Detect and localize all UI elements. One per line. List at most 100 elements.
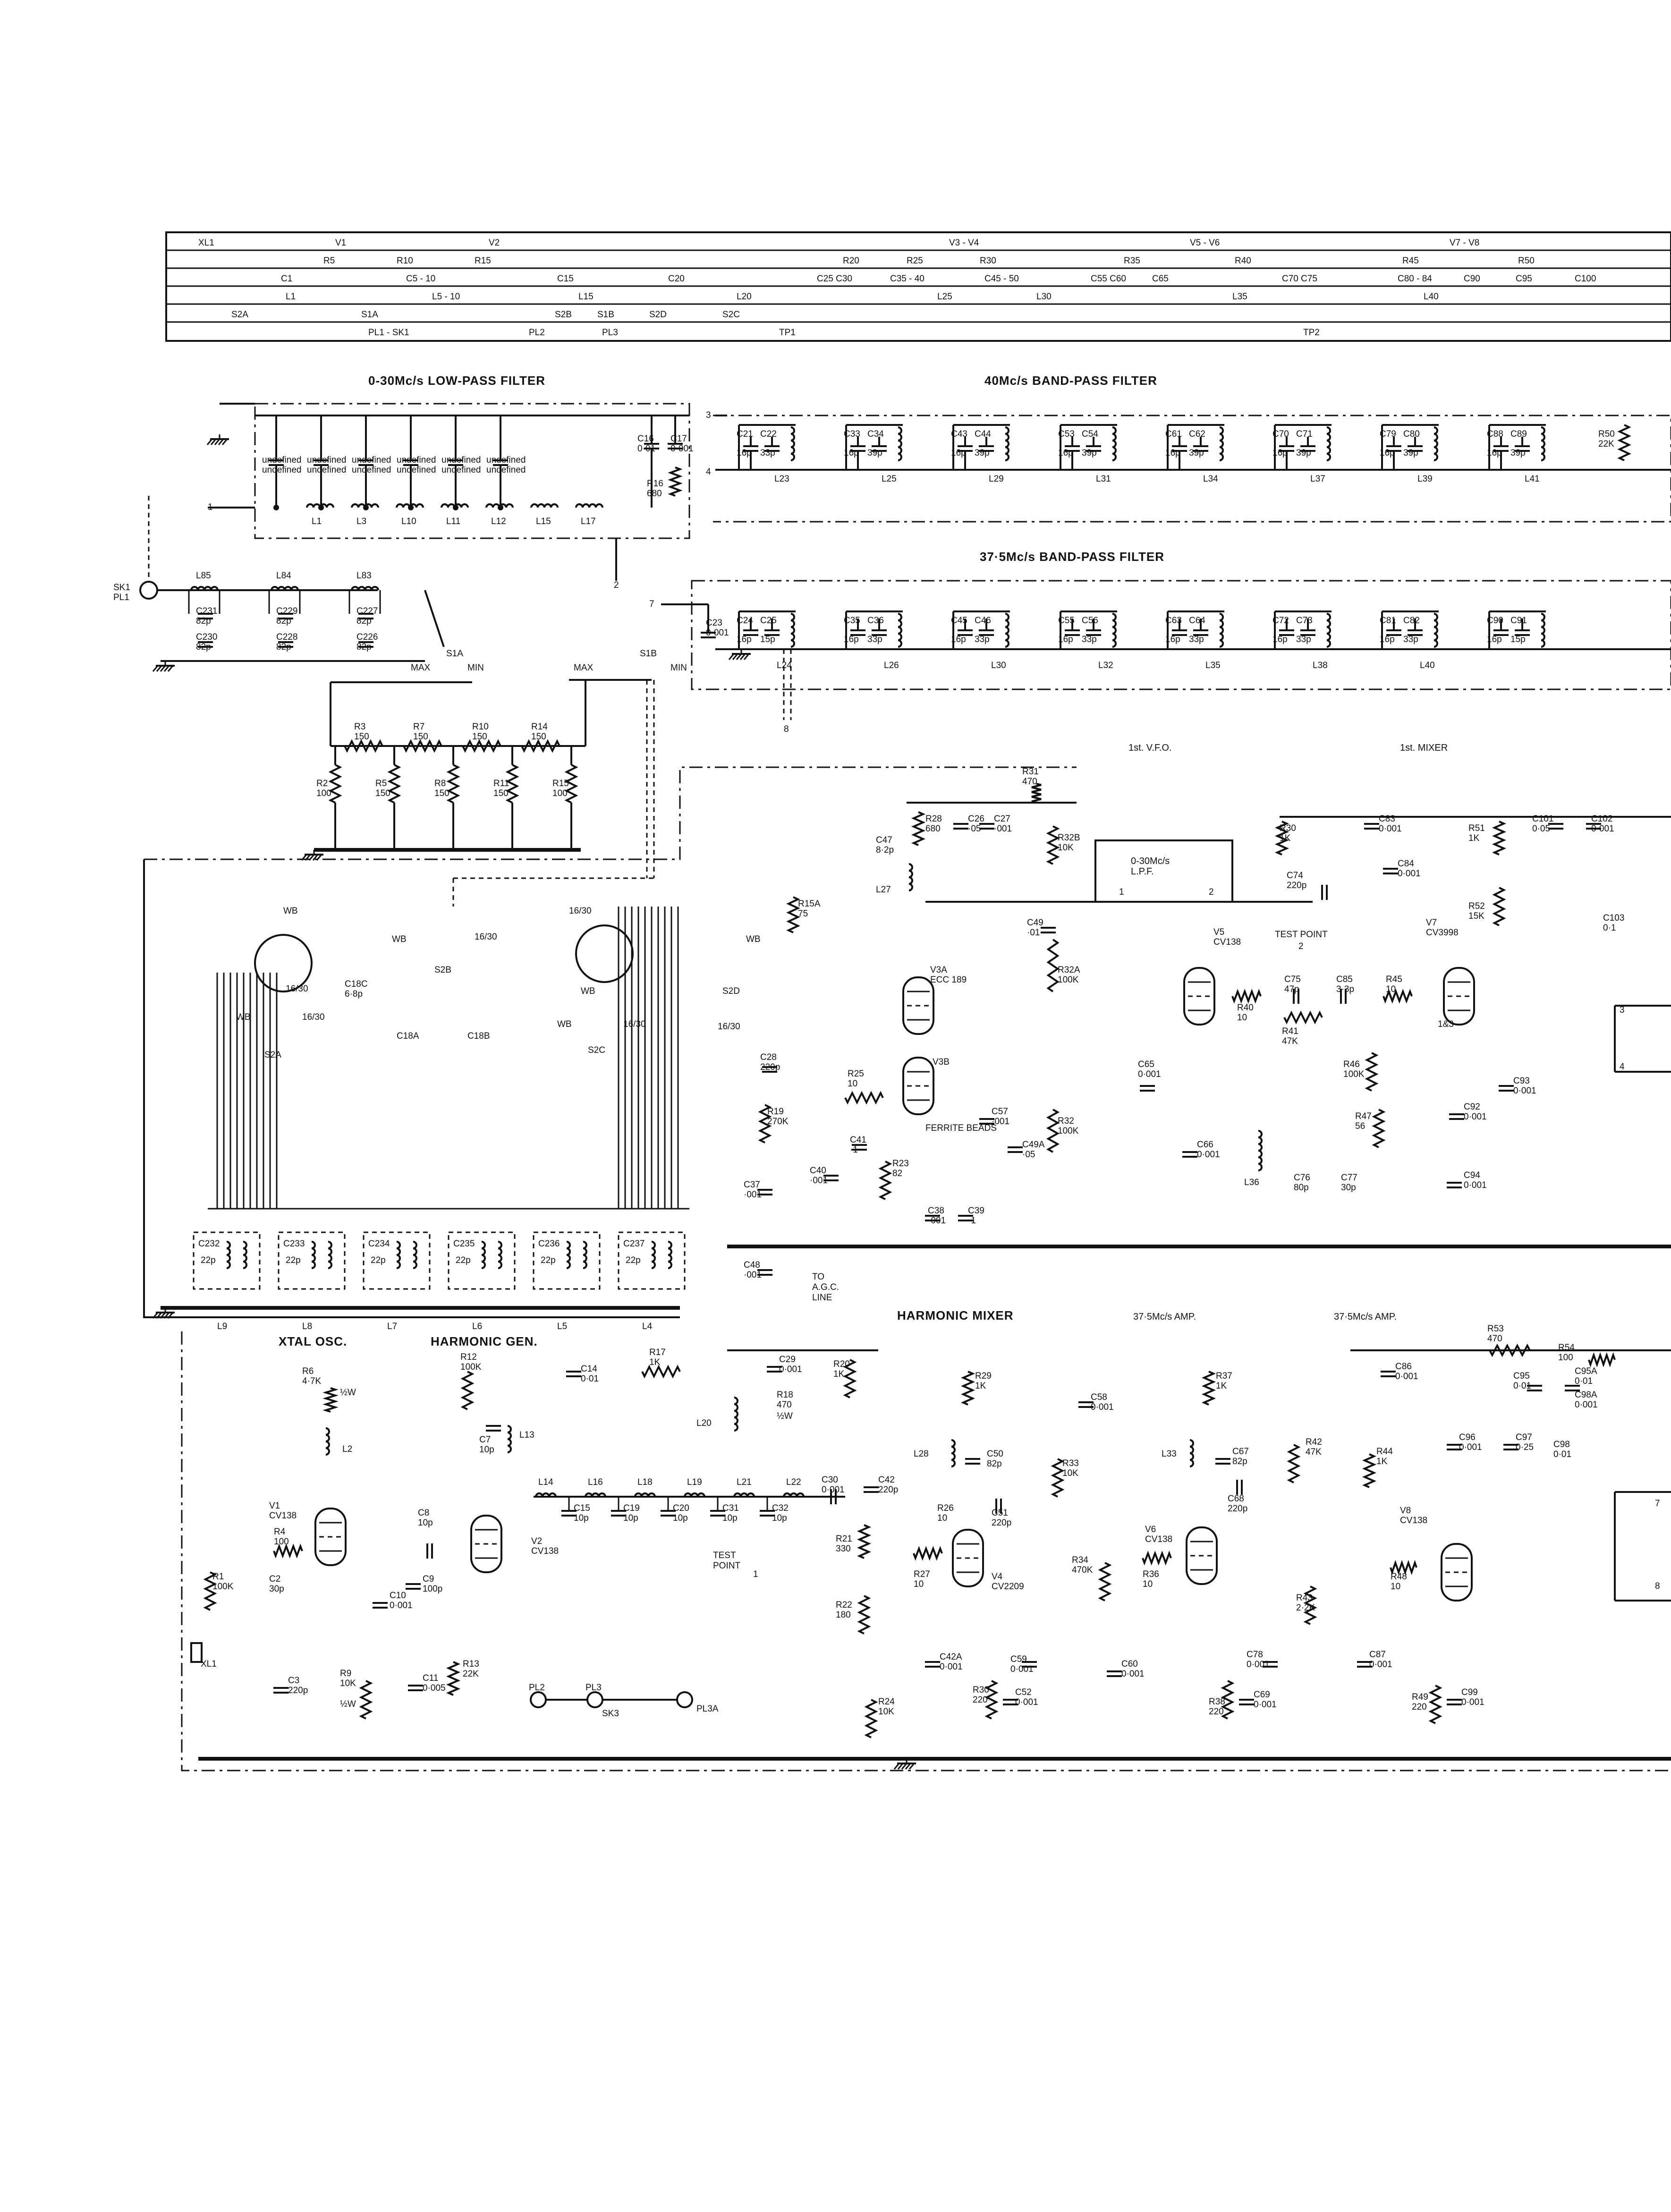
wire: [160, 1312, 166, 1319]
component-label: 22K: [1598, 439, 1614, 449]
component-label: C58: [1091, 1392, 1107, 1402]
wire: [733, 1492, 755, 1497]
component-label: 150: [413, 732, 428, 742]
component-label: 0·1: [1603, 923, 1616, 933]
wire: [351, 503, 379, 508]
index-entry: R40: [1235, 256, 1251, 266]
component-label: 220: [1412, 1702, 1427, 1712]
component-label: 15p: [760, 635, 775, 644]
component-label: C237: [623, 1239, 645, 1249]
component-label: ·001: [928, 1216, 946, 1226]
component-label: C85: [1336, 975, 1353, 984]
index-entry: R30: [980, 256, 996, 266]
index-entry: R25: [907, 256, 923, 266]
wire: [743, 653, 750, 660]
component-label: 10: [1391, 1582, 1400, 1592]
component-label: 0·001: [1461, 1697, 1484, 1707]
component-label: 100K: [1058, 1126, 1079, 1136]
component-label: R3: [354, 722, 365, 732]
wire: [152, 665, 159, 672]
component-label: R25: [848, 1069, 864, 1079]
component-label: L83: [356, 571, 372, 581]
coil-can: [363, 1231, 431, 1290]
index-entry: R10: [397, 256, 413, 266]
component-label: L26: [884, 661, 899, 670]
plug-pl3a: [676, 1691, 693, 1708]
component-label: 0·01: [1513, 1381, 1531, 1391]
component-label: 10: [1237, 1013, 1247, 1023]
component-label: C48: [744, 1260, 760, 1270]
component-label: 0·001: [1395, 1372, 1418, 1381]
wire: [583, 1241, 587, 1269]
component-label: L30: [991, 661, 1006, 670]
component-label: undefined: [441, 455, 481, 465]
component-label: MAX: [574, 663, 594, 673]
index-entry: L15: [578, 292, 594, 302]
wire: [328, 764, 342, 804]
wire: [221, 439, 228, 445]
component-label: 680: [647, 489, 662, 499]
component-label: ·001: [810, 1176, 828, 1186]
component-label: C65: [1138, 1059, 1154, 1069]
wire: [1142, 1551, 1172, 1566]
component-label: C97: [1516, 1432, 1532, 1442]
component-label: undefined: [441, 465, 481, 475]
component-label: C71: [1296, 429, 1313, 439]
component-label: C36: [867, 616, 884, 626]
component-label: 0·001: [1575, 1400, 1598, 1410]
wire: [505, 764, 519, 804]
component-label: C2: [269, 1574, 280, 1584]
component-label: POINT: [713, 1561, 740, 1571]
component-label: C11: [423, 1673, 438, 1683]
component-label: L16: [588, 1477, 603, 1487]
component-label: 10p: [673, 1513, 688, 1523]
index-entry: V3 - V4: [949, 238, 979, 248]
component-label: 82p: [987, 1459, 1002, 1469]
component-label: R1: [212, 1572, 224, 1582]
wire: [156, 1312, 162, 1319]
component-label: R49: [1412, 1692, 1428, 1702]
component-label: 82p: [356, 642, 372, 652]
lpf-block: [1094, 839, 1233, 903]
wire: [311, 1241, 316, 1269]
component-label: 16p: [1487, 635, 1502, 644]
component-label: 2: [1209, 887, 1214, 897]
component-label: C74: [1287, 871, 1303, 881]
component-label: R32: [1058, 1116, 1074, 1126]
wire: [878, 1161, 892, 1200]
component-label: C52: [1015, 1687, 1032, 1697]
component-label: R12: [460, 1352, 477, 1362]
component-label: LINE: [812, 1293, 832, 1303]
component-label: C49: [1027, 918, 1043, 928]
component-label: 470K: [1072, 1565, 1093, 1575]
component-label: C31: [722, 1503, 739, 1513]
wire: [1372, 1109, 1386, 1148]
component-label: C45: [951, 616, 967, 626]
component-label: R11: [493, 779, 509, 788]
component-label: 30p: [1341, 1183, 1356, 1193]
tube-envelope: [1443, 967, 1475, 1025]
component-label: 220p: [760, 1062, 780, 1072]
component-label: 2·2K: [1296, 1603, 1315, 1613]
index-entry: C80 - 84: [1398, 274, 1432, 284]
wire: [1112, 613, 1117, 648]
component-label: L36: [1244, 1178, 1259, 1187]
component-label: C38: [928, 1206, 944, 1216]
component-label: C29: [779, 1355, 796, 1364]
wire: [167, 665, 174, 672]
component-label: C87: [1369, 1650, 1386, 1660]
component-label: 82p: [276, 616, 291, 626]
component-label: R7: [413, 722, 424, 732]
component-label: 0·05: [1532, 824, 1550, 834]
component-label: C7: [479, 1435, 491, 1445]
component-label: 10K: [340, 1678, 356, 1688]
component-label: R27: [914, 1569, 930, 1579]
component-label: 33p: [760, 448, 775, 458]
component-label: C230: [196, 632, 217, 642]
index-entry: R35: [1124, 256, 1140, 266]
component-label: R17: [649, 1348, 666, 1357]
component-label: 82: [892, 1169, 902, 1178]
index-entry: TP2: [1303, 328, 1320, 338]
component-label: 33p: [1296, 635, 1311, 644]
